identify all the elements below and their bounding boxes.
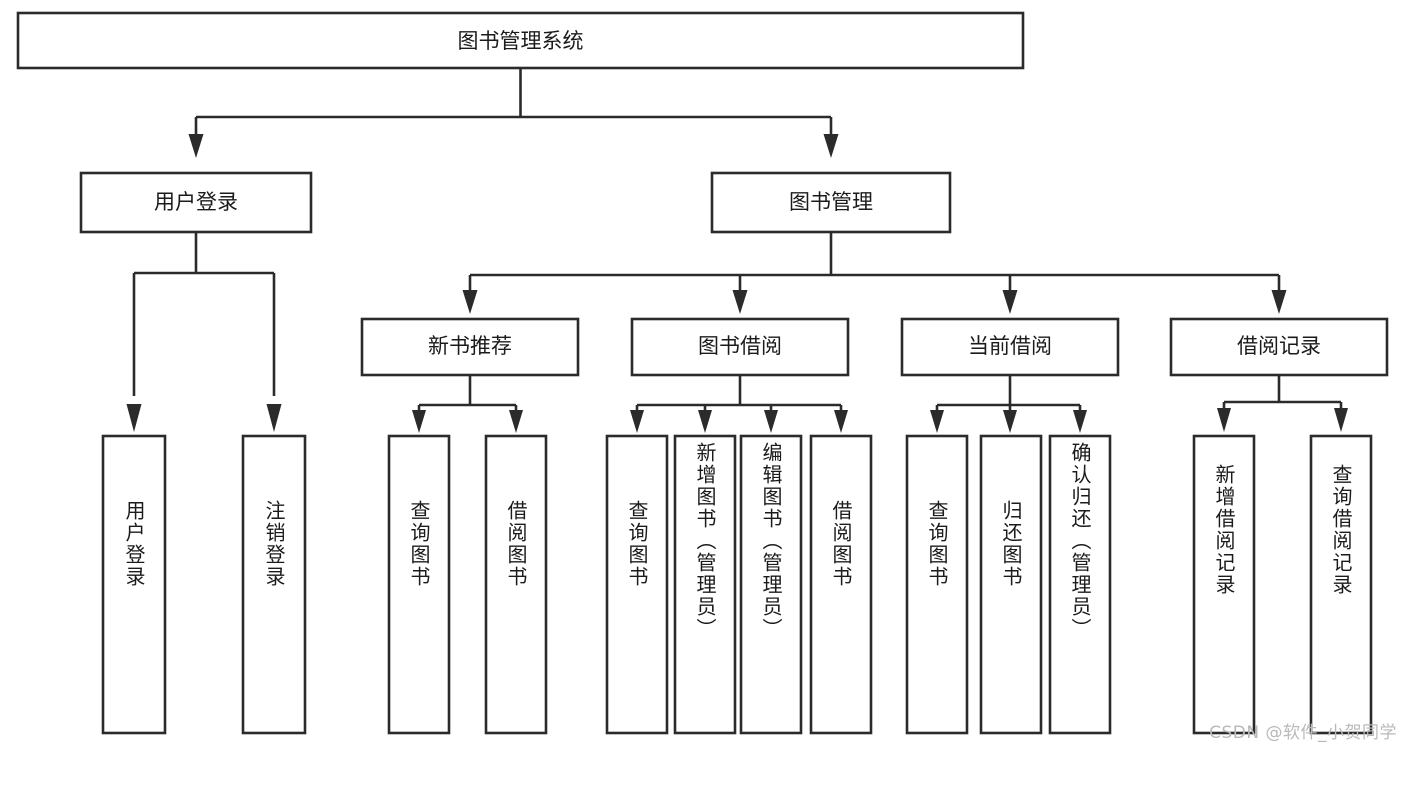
node-book-borrow-label: 图书借阅: [698, 334, 782, 358]
connector-book-mgmt-to-level3: [462, 232, 1287, 314]
flowchart-canvas: 图书管理系统 用户登录 图书管理 新书推荐 图书借阅 当前借阅 借阅记录: [16, 11, 1397, 743]
node-current-borrow[interactable]: 当前借阅: [900, 317, 1120, 377]
leaf-box-current-borrow-1[interactable]: [979, 434, 1043, 735]
node-new-book-recommend[interactable]: 新书推荐: [360, 317, 580, 377]
node-borrow-record-label: 借阅记录: [1237, 334, 1321, 358]
leaf-box-current-borrow-2[interactable]: [1048, 434, 1112, 735]
leaf-box-borrow-record-0[interactable]: [1192, 434, 1256, 735]
node-root[interactable]: 图书管理系统: [16, 11, 1025, 70]
node-user-login-label: 用户登录: [154, 190, 238, 214]
leaf-box-book-borrow-2[interactable]: [739, 434, 803, 735]
leaf-box-book-borrow-1[interactable]: [673, 434, 737, 735]
leaf-box-current-borrow-0[interactable]: [905, 434, 969, 735]
node-book-borrow[interactable]: 图书借阅: [630, 317, 850, 377]
node-root-label: 图书管理系统: [458, 29, 584, 53]
connector-current-borrow-to-leaves: [930, 375, 1087, 433]
leaf-box-book-borrow-3[interactable]: [809, 434, 873, 735]
connector-book-borrow-to-leaves: [630, 375, 848, 433]
leaf-box-new-book-1[interactable]: [484, 434, 548, 735]
csdn-watermark: CSDN @软件_小贺同学: [1209, 723, 1397, 743]
flowchart-svg: 图书管理系统 用户登录 图书管理 新书推荐 图书借阅 当前借阅 借阅记录: [16, 11, 1389, 735]
leaf-box-borrow-record-1[interactable]: [1309, 434, 1373, 735]
node-book-management-label: 图书管理: [789, 190, 873, 214]
leaf-box-book-borrow-0[interactable]: [605, 434, 669, 735]
leaf-box-user-login-1[interactable]: [241, 434, 307, 735]
leaf-box-user-login-0[interactable]: [101, 434, 167, 735]
node-user-login[interactable]: 用户登录: [79, 171, 313, 234]
node-book-management[interactable]: 图书管理: [710, 171, 952, 234]
node-new-book-recommend-label: 新书推荐: [428, 334, 512, 358]
connector-root-to-level2: [188, 68, 839, 158]
connector-user-login-to-leaves: [126, 232, 282, 432]
node-current-borrow-label: 当前借阅: [968, 334, 1052, 358]
connector-borrow-record-to-leaves: [1217, 375, 1348, 432]
leaf-box-new-book-0[interactable]: [387, 434, 451, 735]
connector-new-book-to-leaves: [412, 375, 523, 433]
node-borrow-record[interactable]: 借阅记录: [1169, 317, 1389, 377]
